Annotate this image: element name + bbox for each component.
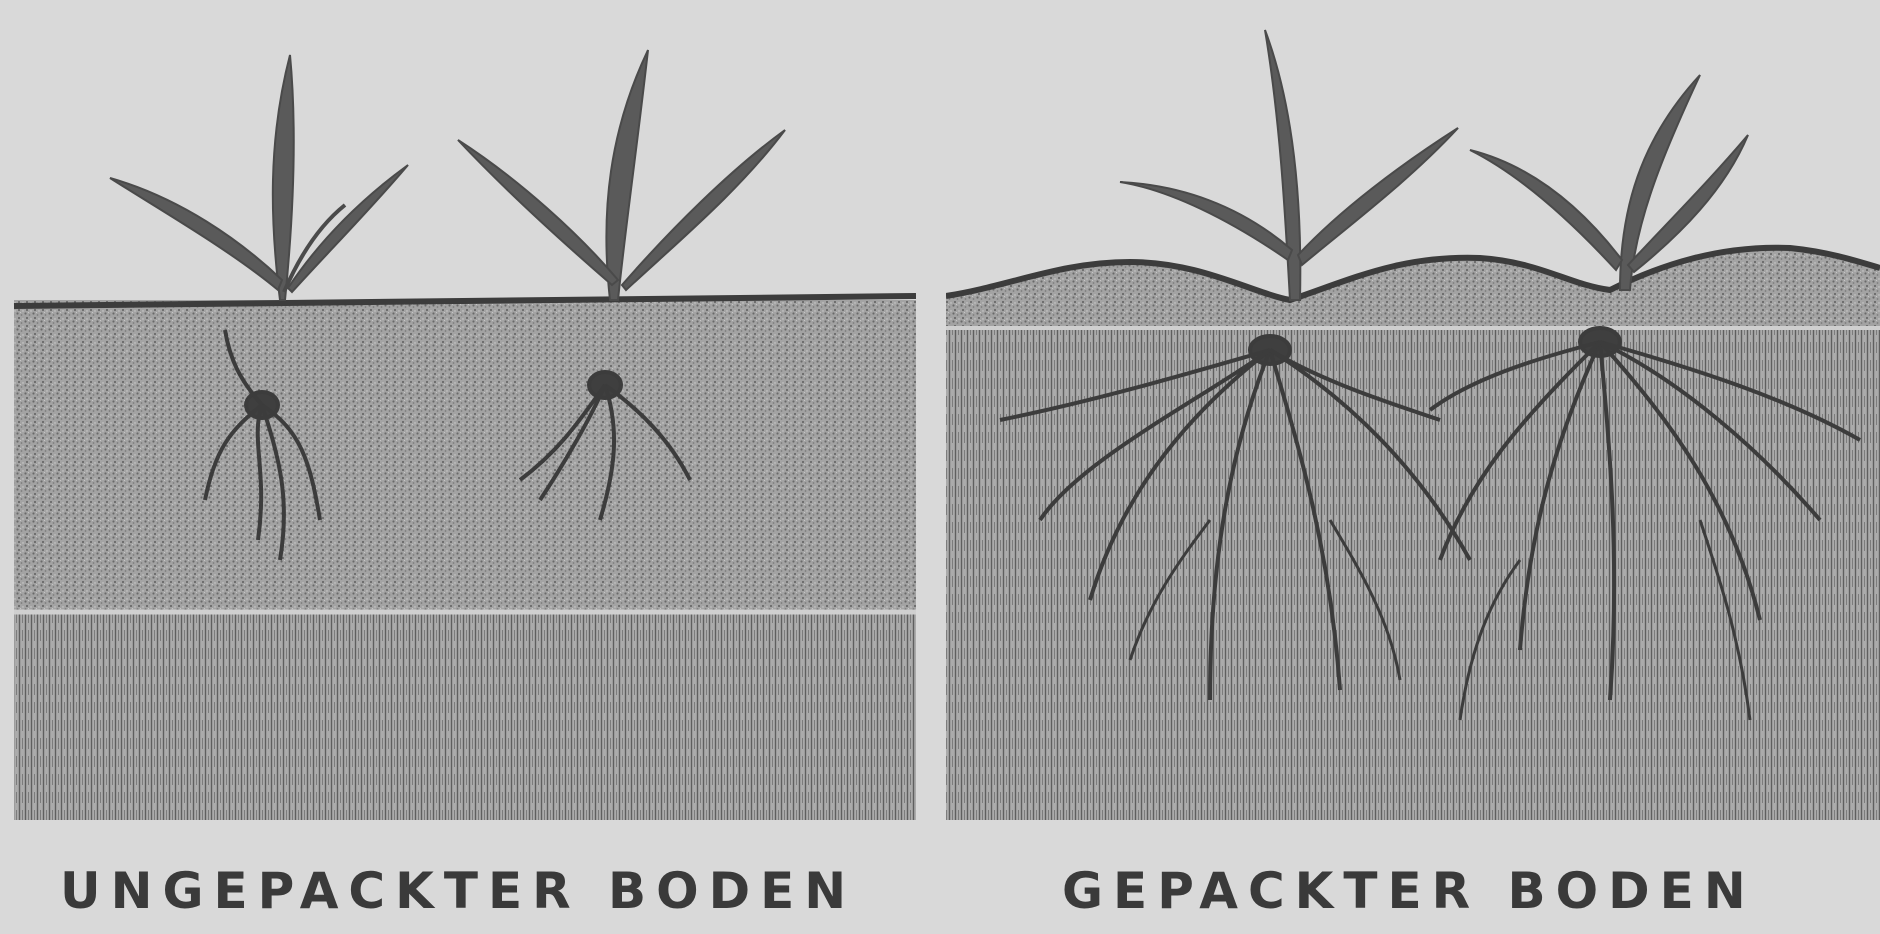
plant-seedling [110, 55, 408, 300]
right-panel [946, 30, 1880, 820]
plant-seedling [1120, 30, 1458, 300]
panel-divider [916, 280, 946, 840]
plant-seedling [458, 50, 785, 300]
caption-unpacked-soil: UNGEPACKTER BODEN [60, 862, 856, 920]
left-panel [14, 50, 916, 820]
subsoil-layer [14, 610, 916, 820]
loose-soil-layer [14, 300, 916, 610]
caption-packed-soil: GEPACKTER BODEN [1062, 862, 1756, 920]
